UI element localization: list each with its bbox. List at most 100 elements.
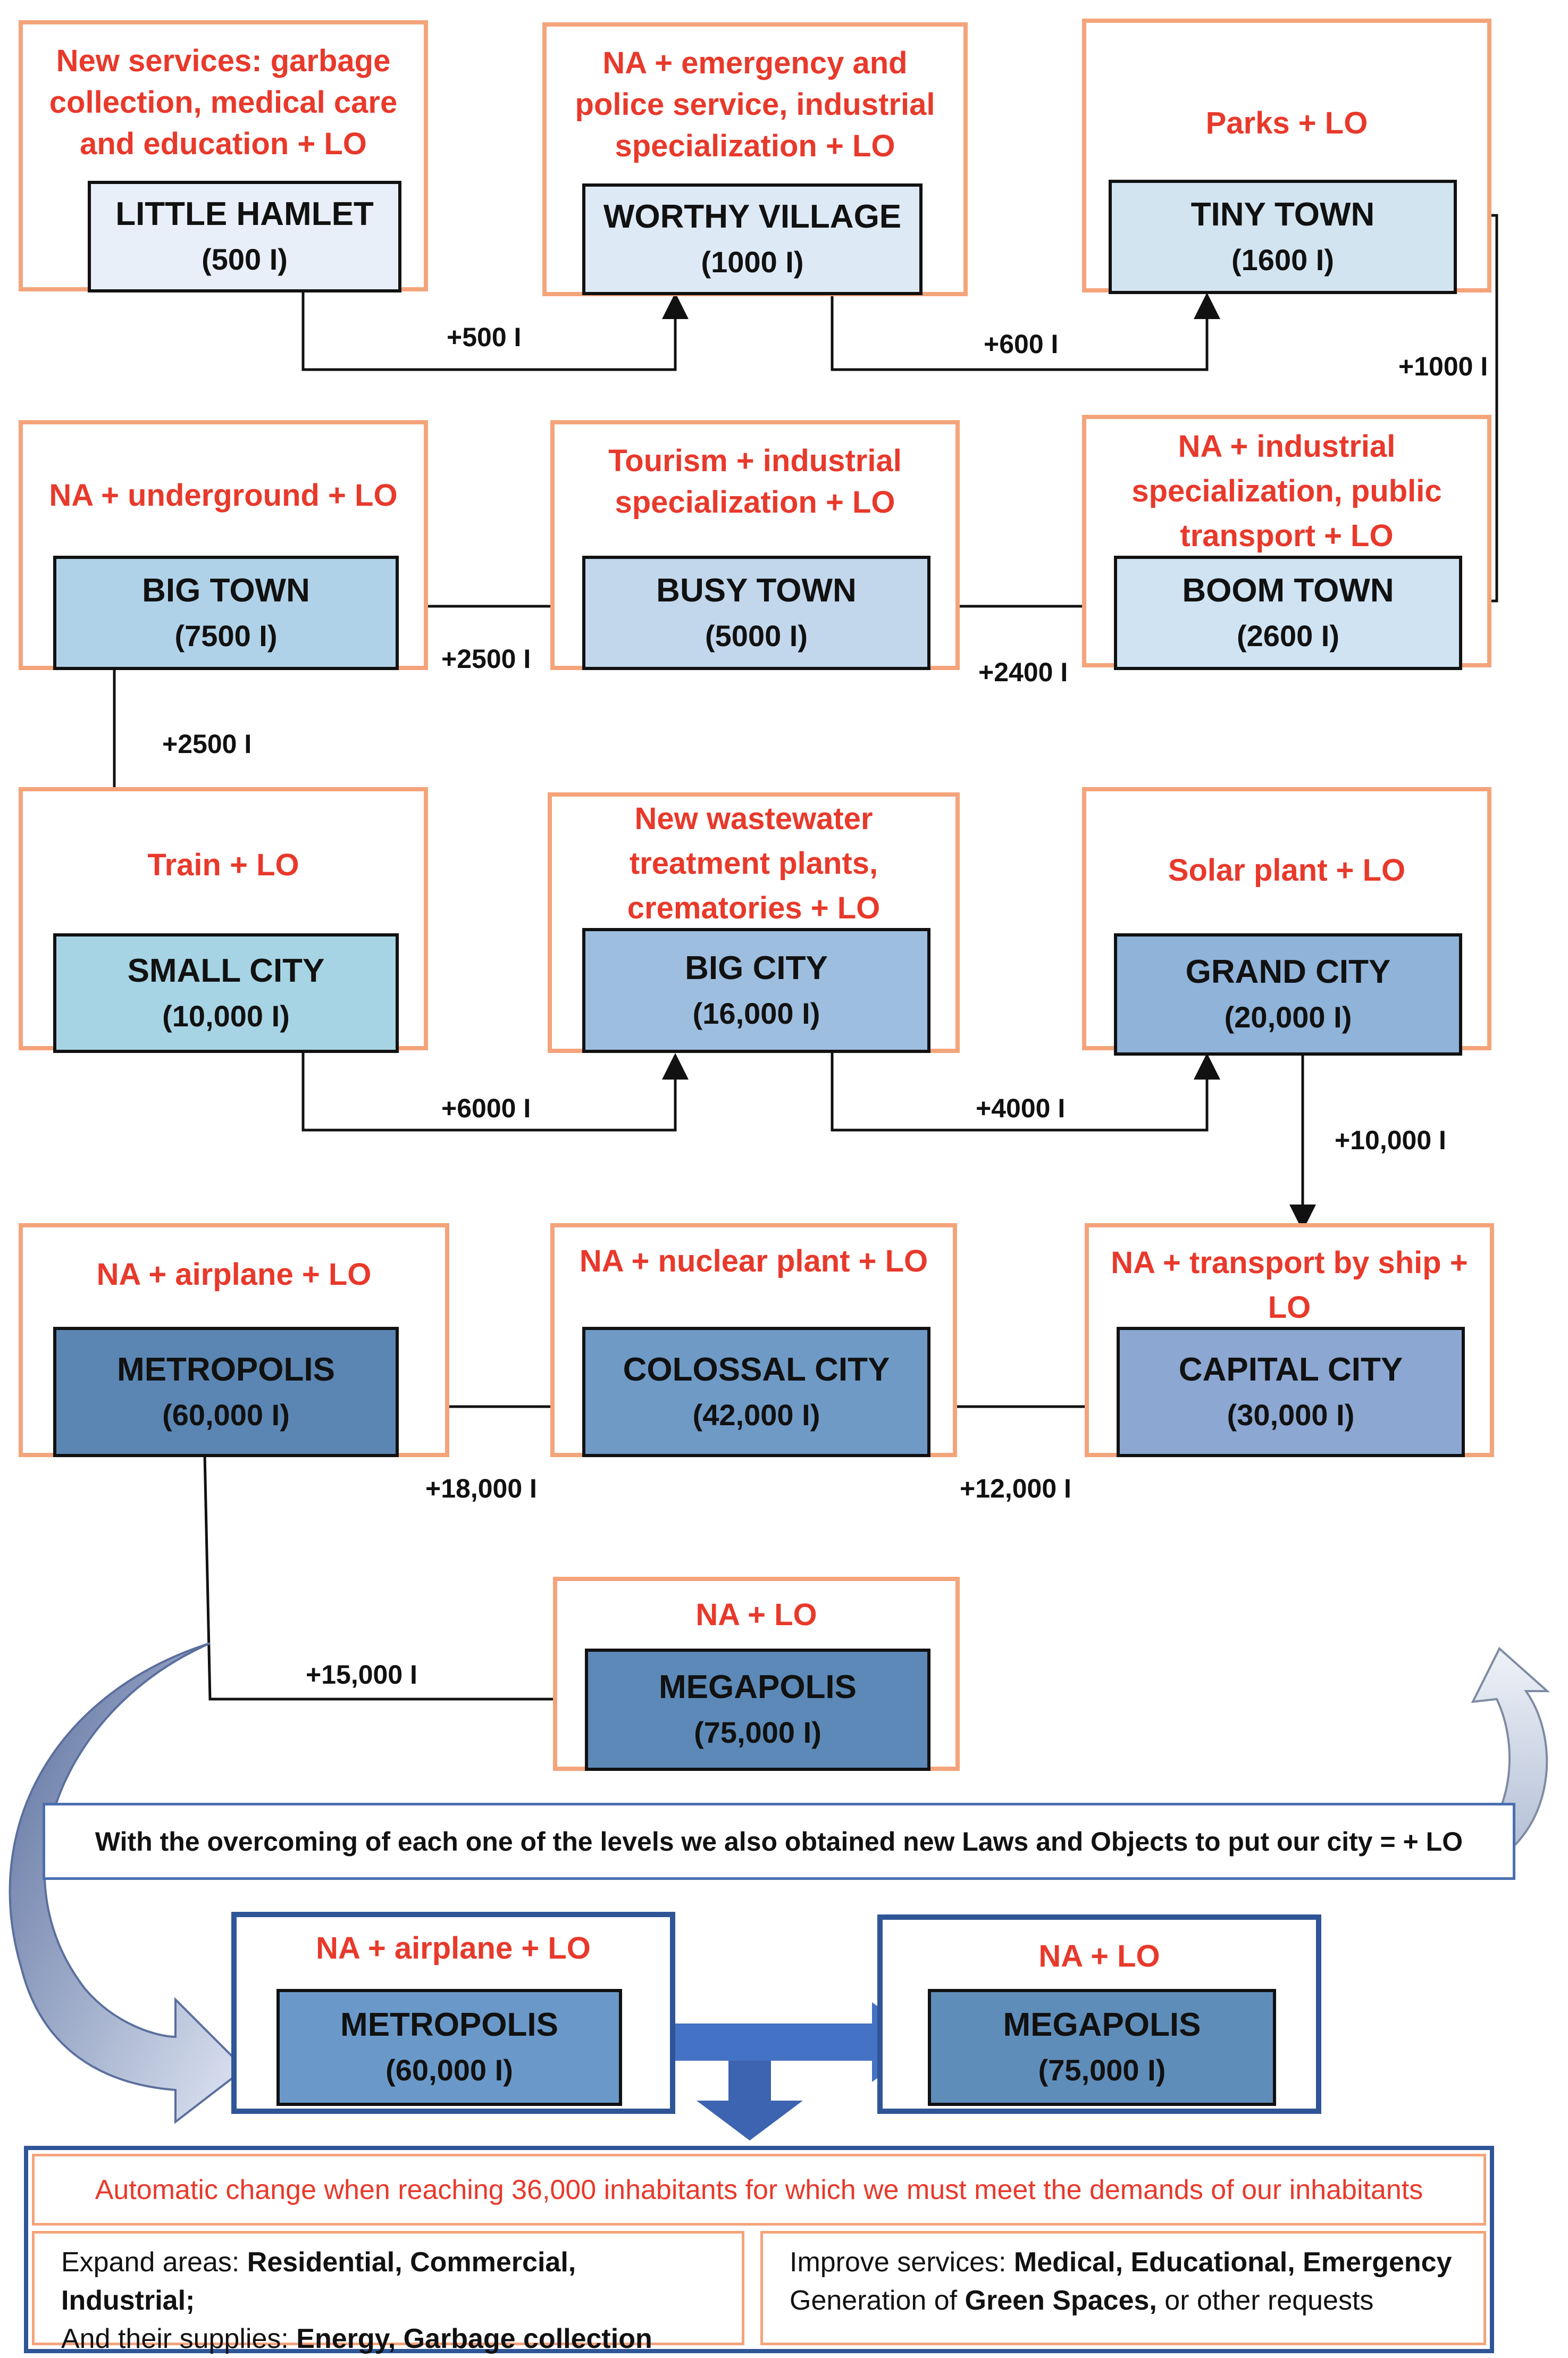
label-worthy-village: NA + emergency and police service, indus… — [575, 46, 935, 163]
right-line-2-suffix: or other requests — [1156, 2285, 1374, 2316]
node-population: (75,000 I) — [694, 1716, 821, 1749]
node-name: COLOSSAL CITY — [623, 1351, 890, 1388]
laws-objects-note: With the overcoming of each one of the l… — [43, 1803, 1515, 1880]
node-metropolis-2: METROPOLIS (60,000 I) — [276, 1989, 622, 2106]
automatic-change-text: Automatic change when reaching 36,000 in… — [95, 2174, 1423, 2205]
node-population: (1000 I) — [701, 245, 804, 279]
node-colossal-city: COLOSSAL CITY (42,000 I) — [582, 1327, 930, 1457]
label-metropolis-2: NA + airplane + LO — [316, 1931, 591, 1966]
node-population: (20,000 I) — [1224, 1000, 1352, 1034]
node-boom-town: BOOM TOWN (2600 I) — [1114, 556, 1462, 670]
label-megapolis-2: NA + LO — [1038, 1939, 1160, 1974]
label-capital-city: NA + transport by ship + LO — [1111, 1245, 1468, 1325]
left-requirements: Expand areas: Residential, Commercial, I… — [32, 2231, 744, 2354]
node-metropolis: METROPOLIS (60,000 I) — [53, 1327, 399, 1457]
edge-label-6: +2500 I — [162, 729, 252, 759]
node-megapolis-2: MEGAPOLIS (75,000 I) — [928, 1989, 1276, 2106]
right-line-1-bold: Medical, Educational, Emergency — [1013, 2247, 1452, 2278]
edge-label-2: +600 I — [984, 329, 1059, 359]
edge-label-10: +12,000 I — [960, 1474, 1071, 1503]
node-name: MEGAPOLIS — [658, 1669, 857, 1705]
edge-label-8: +4000 I — [976, 1093, 1066, 1123]
left-line-1-bold: Residential, Commercial, Industrial; — [61, 2247, 576, 2316]
bottom-panel — [24, 2146, 1494, 2353]
edge-label-7: +6000 I — [441, 1093, 531, 1123]
left-line-1: Expand areas: Residential, Commercial, I… — [61, 2243, 715, 2320]
label-tiny-town: Parks + LO — [1205, 106, 1368, 140]
edge-label-11: +18,000 I — [425, 1474, 537, 1503]
label-colossal-city: NA + nuclear plant + LO — [579, 1244, 928, 1278]
node-population: (30,000 I) — [1227, 1398, 1355, 1432]
left-line-2-bold: Energy, Garbage collection — [296, 2323, 652, 2354]
edge-line-7 — [301, 1053, 689, 1132]
node-tiny-town: TINY TOWN (1600 I) — [1109, 180, 1457, 294]
edge-label-1: +500 I — [447, 322, 522, 352]
node-small-city: SMALL CITY (10,000 I) — [53, 933, 399, 1053]
right-line-2: Generation of Green Spaces, or other req… — [790, 2281, 1457, 2320]
node-name: GRAND CITY — [1185, 954, 1391, 990]
node-population: (16,000 I) — [692, 996, 820, 1030]
node-name: SMALL CITY — [127, 952, 325, 989]
node-little-hamlet: LITTLE HAMLET (500 I) — [88, 181, 401, 292]
node-busy-town: BUSY TOWN (5000 I) — [582, 556, 930, 670]
label-big-city: New wastewater treatment plants, cremato… — [627, 801, 881, 925]
blue-arrow-down — [697, 2061, 803, 2140]
node-worthy-village: WORTHY VILLAGE (1000 I) — [582, 183, 923, 295]
node-name: BOOM TOWN — [1182, 572, 1394, 609]
node-name: TINY TOWN — [1190, 196, 1375, 233]
label-small-city: Train + LO — [147, 848, 299, 882]
label-busy-town: Tourism + industrial specialization + LO — [608, 444, 902, 520]
edge-label-3: +1000 I — [1398, 352, 1488, 381]
label-boom-town: NA + industrial specialization, public t… — [1131, 429, 1442, 553]
edge-label-9: +10,000 I — [1335, 1125, 1446, 1155]
node-name: BIG CITY — [685, 949, 828, 986]
label-metropolis: NA + airplane + LO — [96, 1257, 372, 1292]
node-name: BIG TOWN — [142, 572, 310, 609]
node-name: CAPITAL CITY — [1178, 1351, 1403, 1388]
edge-line-12 — [203, 1454, 582, 1712]
label-little-hamlet: New services: garbage collection, medica… — [49, 44, 398, 161]
node-population: (500 I) — [202, 243, 288, 276]
right-line-2-bold: Green Spaces, — [965, 2285, 1157, 2316]
label-big-town: NA + underground + LO — [49, 478, 398, 513]
left-line-2-prefix: And their supplies: — [61, 2323, 297, 2354]
label-megapolis: NA + LO — [695, 1598, 817, 1632]
node-population: (75,000 I) — [1038, 2053, 1166, 2087]
node-megapolis: MEGAPOLIS (75,000 I) — [585, 1649, 930, 1771]
edge-line-1 — [301, 290, 689, 371]
node-population: (1600 I) — [1231, 243, 1334, 277]
node-population: (60,000 I) — [385, 2053, 513, 2087]
node-grand-city: GRAND CITY (20,000 I) — [1114, 933, 1462, 1056]
left-line-2: And their supplies: Energy, Garbage coll… — [61, 2320, 715, 2358]
right-requirements: Improve services: Medical, Educational, … — [760, 2231, 1486, 2345]
label-grand-city: Solar plant + LO — [1168, 853, 1406, 888]
node-big-town: BIG TOWN (7500 I) — [53, 556, 399, 670]
node-name: METROPOLIS — [117, 1351, 335, 1388]
node-population: (10,000 I) — [162, 999, 290, 1033]
automatic-change-banner: Automatic change when reaching 36,000 in… — [32, 2154, 1486, 2226]
node-population: (42,000 I) — [692, 1398, 820, 1432]
edge-label-12: +15,000 I — [306, 1660, 417, 1690]
right-line-2-prefix: Generation of — [790, 2285, 965, 2316]
node-population: (5000 I) — [705, 618, 808, 653]
right-line-1-prefix: Improve services: — [790, 2247, 1014, 2278]
edge-line-8 — [831, 1053, 1220, 1132]
right-line-1: Improve services: Medical, Educational, … — [790, 2243, 1457, 2281]
node-name: WORTHY VILLAGE — [603, 198, 902, 235]
node-population: (2600 I) — [1237, 618, 1339, 653]
node-big-city: BIG CITY (16,000 I) — [582, 928, 930, 1053]
node-name: LITTLE HAMLET — [115, 196, 374, 232]
edge-label-4: +2400 I — [978, 657, 1068, 687]
node-name: METROPOLIS — [340, 2006, 558, 2043]
curved-arrow-left — [9, 1642, 247, 2125]
edge-label-5: +2500 I — [441, 644, 531, 674]
node-population: (60,000 I) — [162, 1398, 290, 1432]
left-line-1-prefix: Expand areas: — [61, 2247, 247, 2278]
node-name: MEGAPOLIS — [1003, 2006, 1201, 2043]
edge-line-2 — [831, 292, 1220, 371]
node-name: BUSY TOWN — [656, 572, 857, 609]
node-population: (7500 I) — [174, 618, 278, 653]
blue-arrow-right — [673, 2002, 928, 2082]
node-capital-city: CAPITAL CITY (30,000 I) — [1117, 1327, 1465, 1457]
